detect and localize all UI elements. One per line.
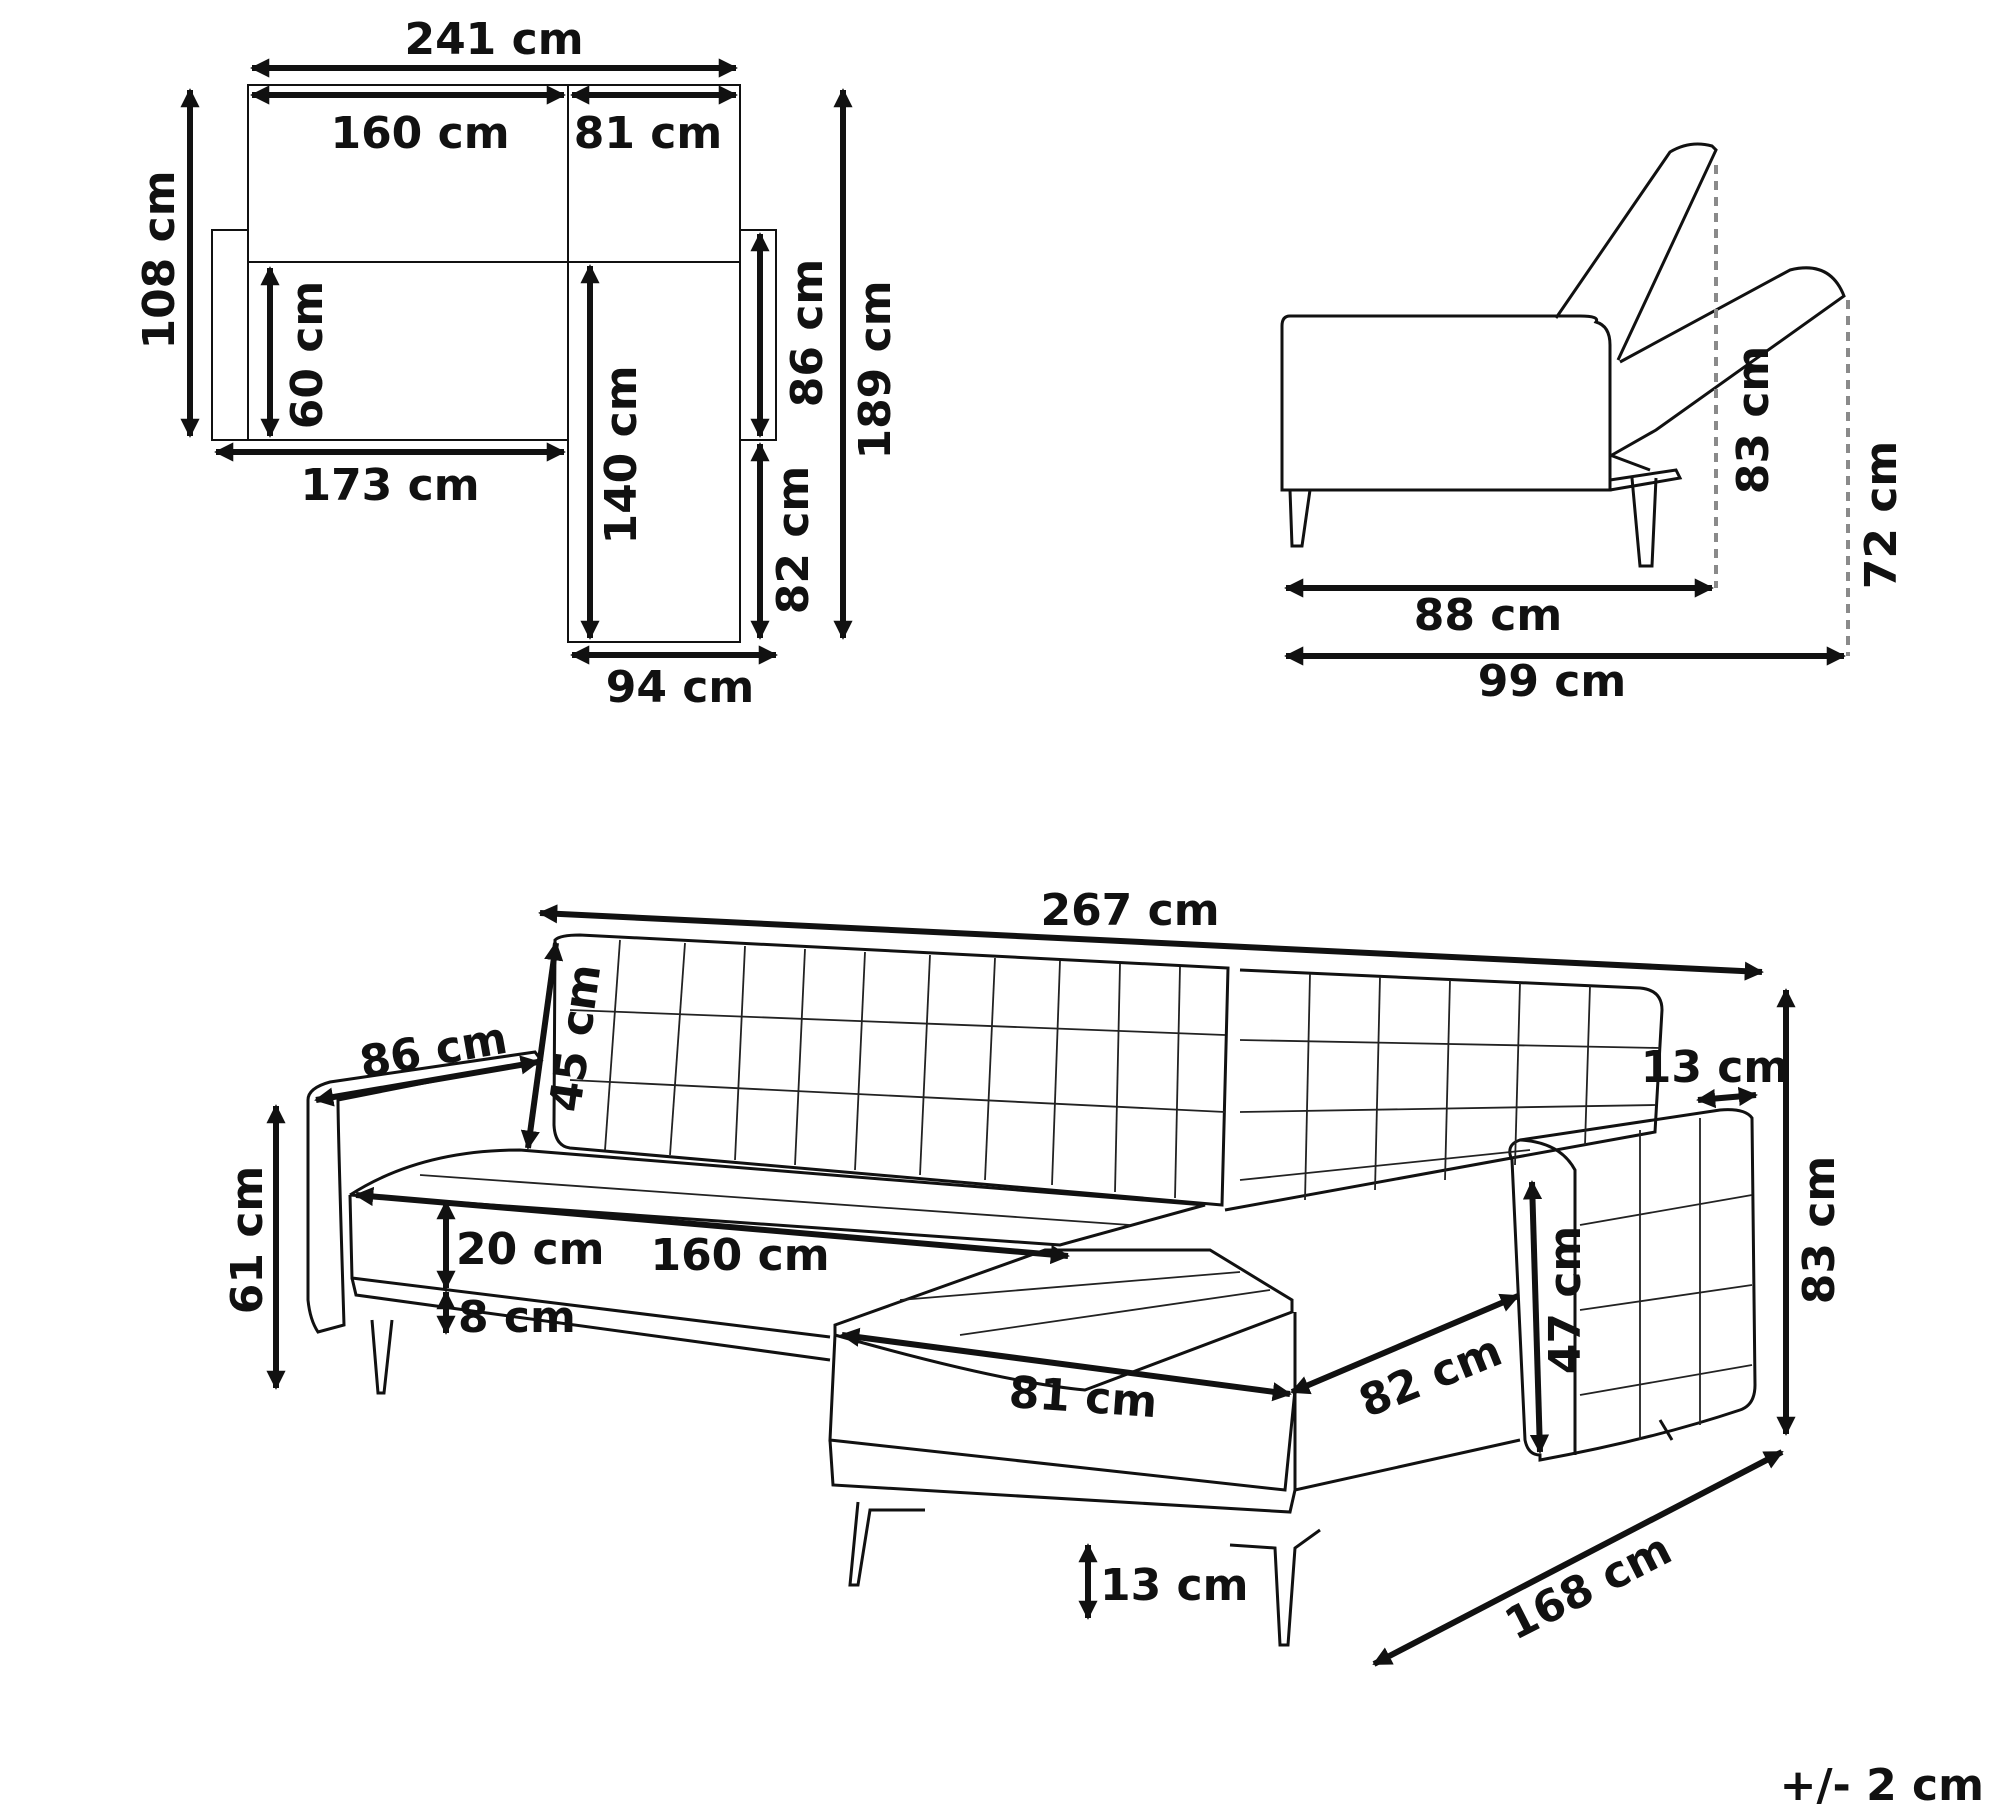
- persp-armrest-length-line: [314, 1055, 540, 1107]
- persp-chaise-width-line: [840, 1327, 1292, 1402]
- persp-leg-height-label: 13 cm: [1100, 1560, 1248, 1611]
- side-height-reclined-label: 72 cm: [1856, 441, 1907, 589]
- persp-chaise-width-label: 81 cm: [1007, 1367, 1159, 1428]
- persp-backrest-height-line: [520, 941, 564, 1150]
- persp-chaise-length-label: 82 cm: [1352, 1325, 1509, 1428]
- plan-sofa-width-label: 160 cm: [330, 108, 509, 159]
- persp-total-depth-line: [1372, 1449, 1784, 1667]
- plan-chaise-width-label: 81 cm: [574, 108, 722, 159]
- plan-total-depth-label: 189 cm: [850, 280, 901, 459]
- persp-cushion-height-label: 20 cm: [456, 1224, 604, 1275]
- side-depth-upright-label: 88 cm: [1414, 590, 1562, 641]
- persp-armrest-height-label: 47 cm: [1540, 1226, 1591, 1374]
- plan-seat-depth-label: 60 cm: [282, 281, 333, 429]
- side-depth-reclined-label: 99 cm: [1478, 656, 1626, 707]
- persp-total-width-label: 267 cm: [1040, 885, 1219, 936]
- persp-armrest-width-line: [1696, 1086, 1758, 1109]
- plan-sofa-depth-label: 108 cm: [134, 170, 185, 349]
- persp-total-width-line: [538, 904, 1764, 981]
- persp-chaise-length-line: [1290, 1293, 1520, 1395]
- plan-chaise-total-width-label: 94 cm: [606, 662, 754, 713]
- persp-armrest-height-line: [1522, 1180, 1550, 1454]
- side-height-upright-label: 83 cm: [1728, 346, 1779, 494]
- persp-armrest-width-label: 13 cm: [1641, 1042, 1789, 1093]
- plan-armrest-depth-label: 86 cm: [782, 259, 833, 407]
- plan-view: 241 cm 160 cm 81 cm 108 cm 60 cm 173 cm …: [134, 14, 901, 713]
- plan-chaise-length-label: 140 cm: [596, 365, 647, 544]
- persp-seat-width-line: [354, 1186, 1070, 1265]
- plan-bed-length-label: 173 cm: [300, 460, 479, 511]
- perspective-view: 267 cm 86 cm 45 cm 13 cm 61 cm 160 cm 20…: [222, 885, 1845, 1667]
- persp-base-height-label: 8 cm: [458, 1292, 576, 1343]
- persp-total-height-label: 83 cm: [1794, 1156, 1845, 1304]
- side-outline: [1280, 142, 1846, 568]
- persp-arm-height-label: 61 cm: [222, 1166, 273, 1314]
- tolerance-note: +/- 2 cm: [1780, 1760, 1984, 1811]
- plan-outline: [211, 84, 777, 643]
- persp-seat-width-label: 160 cm: [650, 1230, 829, 1281]
- side-view: 83 cm 72 cm 88 cm 99 cm: [1280, 142, 1907, 707]
- plan-total-width-label: 241 cm: [404, 14, 583, 65]
- plan-chaise-seat-length-label: 82 cm: [768, 466, 819, 614]
- tufting-pattern: [419, 939, 1753, 1440]
